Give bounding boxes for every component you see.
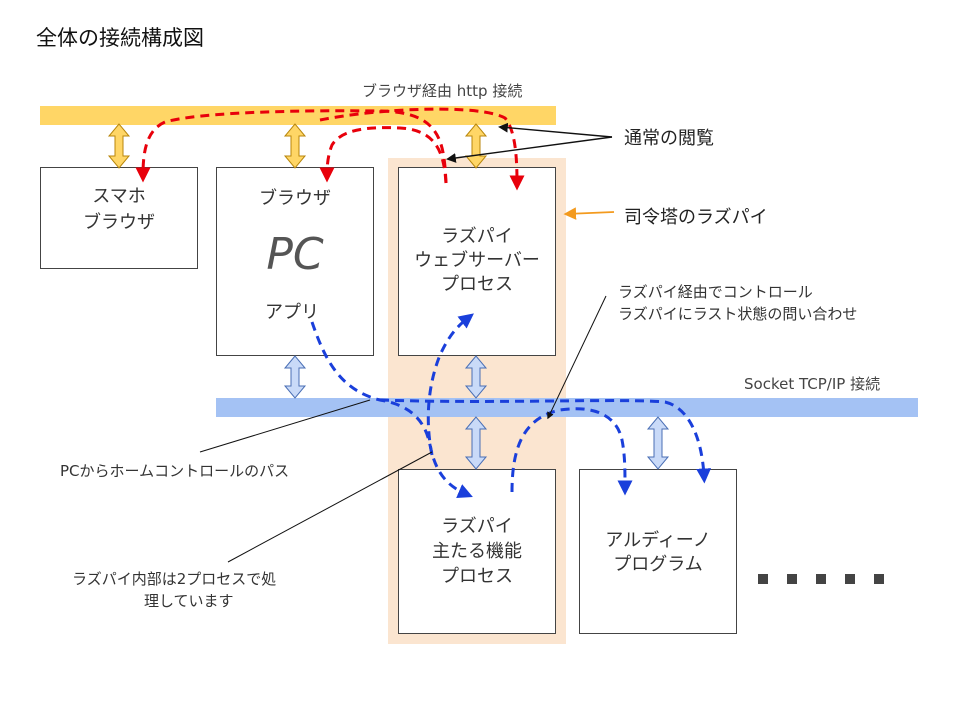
box-label: アプリ (265, 302, 319, 323)
normal-view-callout: 通常の閲覧 (624, 128, 714, 149)
raspi-main-process-box: ラズパイ 主たる機能 プロセス (398, 469, 556, 634)
more-dot (874, 574, 884, 584)
socket-bar-label: Socket TCP/IP 接続 (744, 375, 881, 393)
note-line: ラズパイにラスト状態の問い合わせ (618, 305, 858, 323)
note-pointers (199, 295, 607, 563)
command-tower-pointer (563, 207, 615, 220)
raspi-web-server-box: ラズパイ ウェブサーバー プロセス (398, 167, 556, 356)
double-arrow-icon (283, 123, 307, 169)
box-label: プロセス (441, 566, 513, 587)
two-process-note: ラズパイ内部は2プロセスで処 理しています (72, 568, 276, 612)
box-label: 主たる機能 (432, 541, 522, 562)
http-connection-bar (40, 106, 556, 125)
control-note: ラズパイ経由でコントロール ラズパイにラスト状態の問い合わせ (618, 281, 857, 325)
box-label: アルディーノ (605, 530, 711, 551)
command-tower-callout: 司令塔のラズパイ (624, 207, 768, 228)
double-arrow-icon (107, 123, 131, 169)
page-title: 全体の接続構成図 (36, 26, 204, 50)
pointer-line (498, 122, 613, 138)
pc-path-pointer (199, 399, 371, 453)
box-label: ウェブサーバー (414, 250, 540, 271)
pointer-line (446, 136, 613, 163)
box-label: ラズパイ (441, 516, 513, 537)
red-path-pc (319, 126, 448, 184)
blue-path-pc-main (310, 321, 473, 498)
double-arrow-icon (283, 355, 307, 399)
control-note-pointer (547, 295, 607, 420)
more-dot (845, 574, 855, 584)
blue-path-main-web (426, 313, 474, 456)
pc-path-note: PCからホームコントロールのパス (60, 462, 290, 480)
note-line: 理しています (144, 592, 234, 610)
box-label: ラズパイ (441, 226, 513, 247)
box-label: ブラウザ (259, 188, 331, 209)
double-arrow-icon (464, 355, 488, 399)
double-arrow-icon (464, 416, 488, 470)
blue-path-main-arduino (510, 407, 633, 496)
more-dot (758, 574, 768, 584)
more-dot (787, 574, 797, 584)
normal-view-pointers (446, 122, 613, 163)
double-arrow-icon (464, 123, 488, 169)
pc-label: PC (266, 229, 324, 280)
http-double-arrows (107, 123, 488, 169)
note-line: ラズパイ経由でコントロール (618, 283, 813, 301)
blue-socket-paths (310, 313, 712, 498)
arduino-program-box: アルディーノ プログラム (579, 469, 737, 634)
box-label: プログラム (613, 554, 703, 575)
smartphone-browser-box: スマホ ブラウザ (40, 167, 198, 269)
blue-path-pc-arduino (379, 398, 712, 484)
box-label: スマホ (92, 186, 146, 207)
socket-double-arrows (283, 355, 670, 470)
pc-app-box: ブラウザ PC アプリ (216, 167, 374, 356)
double-arrow-icon (646, 416, 670, 470)
box-label: プロセス (441, 274, 513, 295)
more-dot (816, 574, 826, 584)
red-path-smartphone (135, 109, 448, 184)
red-path-web-direct (319, 107, 525, 191)
two-process-pointer (227, 451, 433, 563)
red-http-paths (135, 107, 525, 191)
note-line: ラズパイ内部は2プロセスで処 (72, 570, 277, 588)
box-label: ブラウザ (83, 212, 155, 233)
http-bar-label: ブラウザ経由 http 接続 (362, 82, 523, 100)
